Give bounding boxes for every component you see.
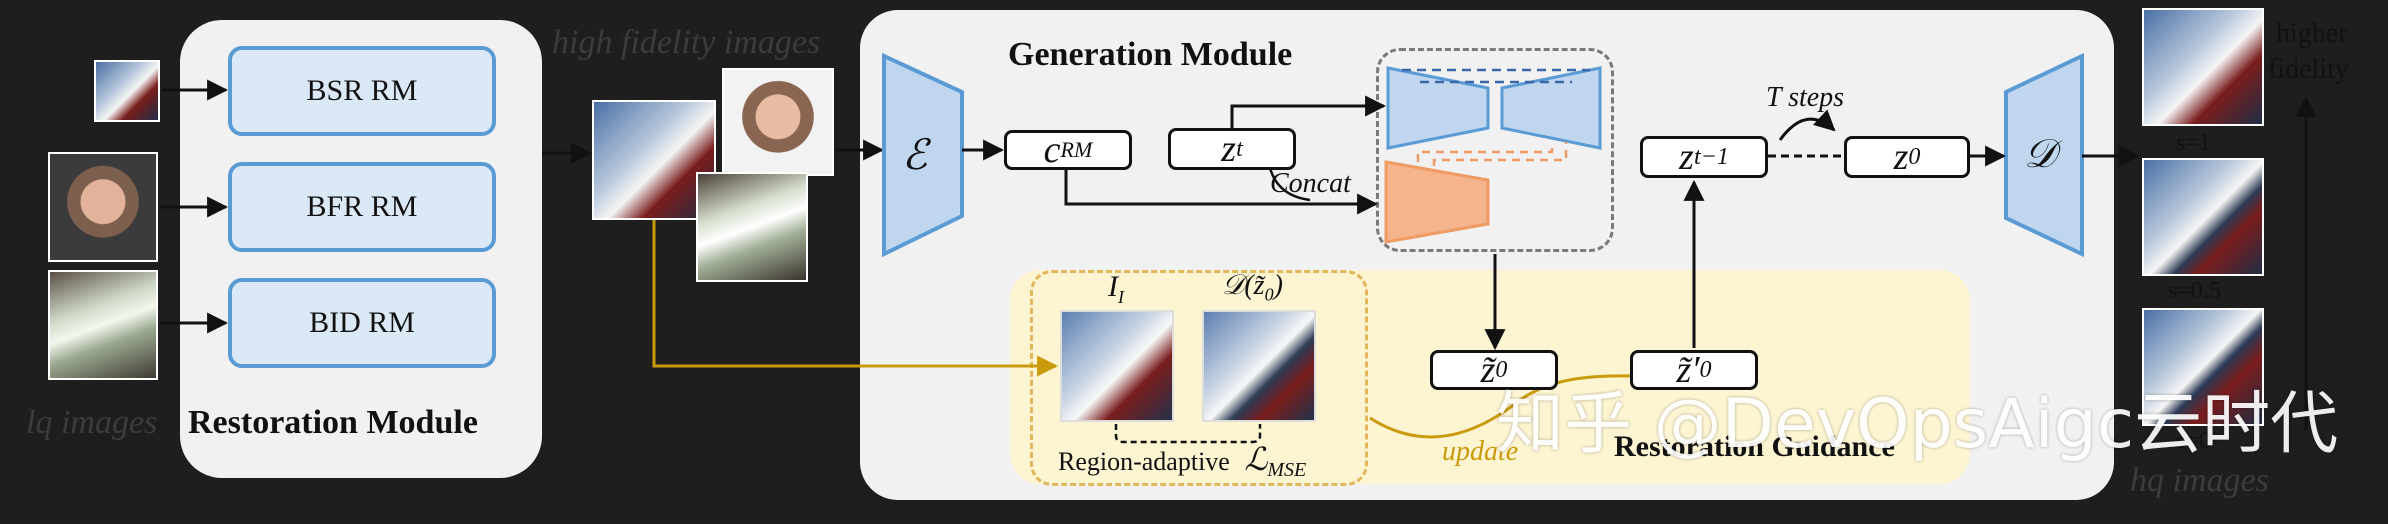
update-label: update bbox=[1442, 436, 1519, 467]
hq-image-s0 bbox=[2142, 308, 2264, 426]
region-adaptive-label: Region-adaptive ℒMSE bbox=[1058, 440, 1306, 482]
z0-tilde-prime-subscript: 0 bbox=[1699, 356, 1712, 383]
region-adaptive-connector bbox=[1114, 424, 1262, 444]
z-t-minus-1-subscript: t−1 bbox=[1693, 143, 1729, 170]
encoder-symbol: ℰ bbox=[902, 133, 928, 179]
update-curve bbox=[1369, 374, 1661, 439]
restoration-module-title: Restoration Module bbox=[188, 404, 478, 441]
loss-subscript: MSE bbox=[1267, 459, 1307, 482]
generation-module-title: Generation Module bbox=[1008, 36, 1293, 73]
s1-label: s=1 bbox=[2176, 130, 2211, 156]
z0-tilde-symbol: z̃ bbox=[1480, 349, 1496, 391]
bfr-rm-box: BFR RM bbox=[228, 162, 496, 252]
z-0-symbol: z bbox=[1893, 136, 1909, 178]
fidelity-label: fidelity bbox=[2268, 54, 2349, 85]
encoder-shape bbox=[882, 52, 964, 258]
i-i-label: II bbox=[1108, 270, 1124, 308]
z-t-minus-1-symbol: z bbox=[1679, 136, 1694, 178]
d-z0-label: 𝒟(z̃0) bbox=[1222, 270, 1283, 306]
concat-label: Concat bbox=[1270, 168, 1351, 199]
unet-decoder-shape bbox=[1500, 66, 1602, 150]
d-z0-close: ) bbox=[1273, 270, 1283, 301]
i-i-image bbox=[1060, 310, 1174, 422]
restoration-guidance-title: Restoration Guidance bbox=[1614, 430, 1895, 463]
z0-tilde-box: z̃0 bbox=[1430, 349, 1558, 391]
decoder-shape bbox=[2004, 52, 2084, 258]
lq-image-face bbox=[48, 152, 158, 262]
d-z0-symbol: 𝒟(z̃ bbox=[1222, 270, 1265, 301]
s05-label: s=0.5 bbox=[2168, 278, 2221, 304]
gold-arrow-hf-to-ii bbox=[652, 220, 1059, 377]
high-fidelity-images-label: high fidelity images bbox=[552, 24, 821, 61]
hq-image-s05 bbox=[2142, 158, 2264, 276]
arrow-zt-unet bbox=[1230, 95, 1387, 128]
lq-image-wing bbox=[48, 270, 158, 380]
hq-images-label: hq images bbox=[2130, 462, 2269, 499]
concat-curve bbox=[1268, 167, 1311, 202]
z-t-symbol: z bbox=[1221, 128, 1237, 170]
unet-encoder-shape bbox=[1386, 66, 1490, 150]
hf-image-face bbox=[722, 68, 834, 176]
region-adaptive-text: Region-adaptive bbox=[1058, 447, 1230, 476]
bsr-rm-label: BSR RM bbox=[306, 74, 418, 107]
bid-rm-label: BID RM bbox=[309, 306, 415, 339]
t-steps-arrow bbox=[1778, 109, 1836, 141]
i-i-subscript: I bbox=[1118, 287, 1124, 307]
lq-image-building bbox=[94, 60, 160, 122]
unet-control-shape bbox=[1384, 160, 1490, 244]
z-t-subscript: t bbox=[1236, 135, 1243, 162]
z0-tilde-prime-box: z̃′0 bbox=[1630, 349, 1758, 391]
higher-label: higher bbox=[2276, 18, 2348, 49]
z-0-subscript: 0 bbox=[1908, 143, 1921, 170]
hq-image-s1 bbox=[2142, 8, 2264, 126]
decoder-symbol: 𝒟 bbox=[2024, 131, 2056, 176]
s0-label: s=0 bbox=[2176, 428, 2211, 454]
bid-rm-box: BID RM bbox=[228, 278, 496, 368]
d-z0-image bbox=[1202, 310, 1316, 422]
c-rm-subscript: RM bbox=[1060, 137, 1093, 162]
z0-tilde-subscript: 0 bbox=[1495, 356, 1508, 383]
c-rm-symbol: c bbox=[1043, 129, 1061, 171]
arrow-crm-unet bbox=[1064, 168, 1379, 215]
z0-tilde-prime-symbol: z̃′ bbox=[1676, 349, 1700, 391]
hf-image-wing bbox=[696, 172, 808, 282]
t-steps-label: T steps bbox=[1766, 82, 1845, 113]
loss-symbol: ℒ bbox=[1244, 441, 1268, 477]
bsr-rm-box: BSR RM bbox=[228, 46, 496, 136]
region-adaptive-dashed-box bbox=[1030, 270, 1368, 486]
unet-dashed-box bbox=[1376, 48, 1614, 252]
i-i-symbol: I bbox=[1108, 270, 1118, 303]
hf-image-building bbox=[592, 100, 716, 220]
bfr-rm-label: BFR RM bbox=[306, 190, 418, 223]
lq-images-label: lq images bbox=[26, 404, 158, 441]
d-z0-subscript: 0 bbox=[1264, 284, 1274, 305]
watermark: 知乎 @DevOpsAigc云时代 bbox=[1496, 385, 2339, 464]
